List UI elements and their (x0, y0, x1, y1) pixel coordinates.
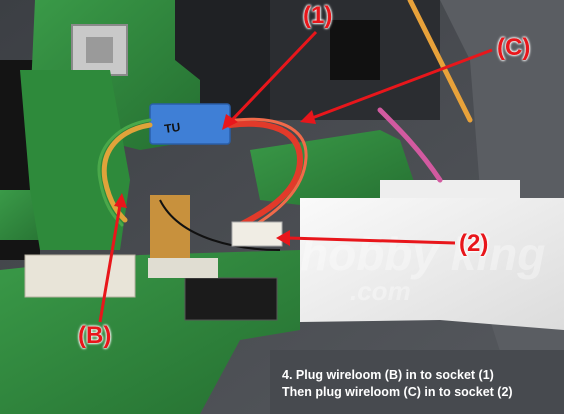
caption-line-1: 4. Plug wireloom (B) in to socket (1) (282, 368, 494, 382)
wire-black (159, 199, 281, 251)
blue-socket-connector (149, 103, 231, 145)
label-socket-1: (1) (303, 2, 333, 29)
watermark-logo: hobby king .com (300, 228, 545, 306)
foreground-card (300, 198, 564, 330)
wire-rainbow-right-2 (407, 0, 473, 123)
pot-shield-inner (86, 37, 113, 63)
label-wireloom-c: (C) (497, 34, 531, 61)
arrow-socket-2 (276, 230, 456, 246)
wireloom-red-2 (234, 117, 308, 232)
right-gimbal-stick (330, 20, 380, 80)
processor-chip (184, 277, 278, 321)
arrow-wireloom-b (98, 193, 127, 323)
white-header-connector (24, 254, 136, 298)
white-socket-2 (231, 221, 283, 247)
ribbon-socket (148, 258, 218, 278)
wireloom-multicolor-2 (97, 118, 152, 227)
svg-text:hobby king: hobby king (300, 228, 545, 280)
arrow-wireloom-c (300, 48, 493, 124)
connector-label-text: TU (163, 120, 181, 136)
caption-backdrop (270, 350, 564, 414)
label-socket-2: (2) (459, 230, 489, 257)
wire-rainbow-right (377, 107, 443, 183)
left-pcb-strip (20, 70, 130, 250)
arrow-socket-1 (222, 30, 318, 130)
caption-line-2: Then plug wireloom (C) in to socket (2) (282, 385, 513, 399)
svg-text:.com: .com (350, 276, 411, 306)
label-wireloom-b: (B) (78, 322, 112, 349)
instruction-caption: 4. Plug wireloom (B) in to socket (1) Th… (282, 367, 562, 401)
wireloom-red (227, 120, 304, 228)
